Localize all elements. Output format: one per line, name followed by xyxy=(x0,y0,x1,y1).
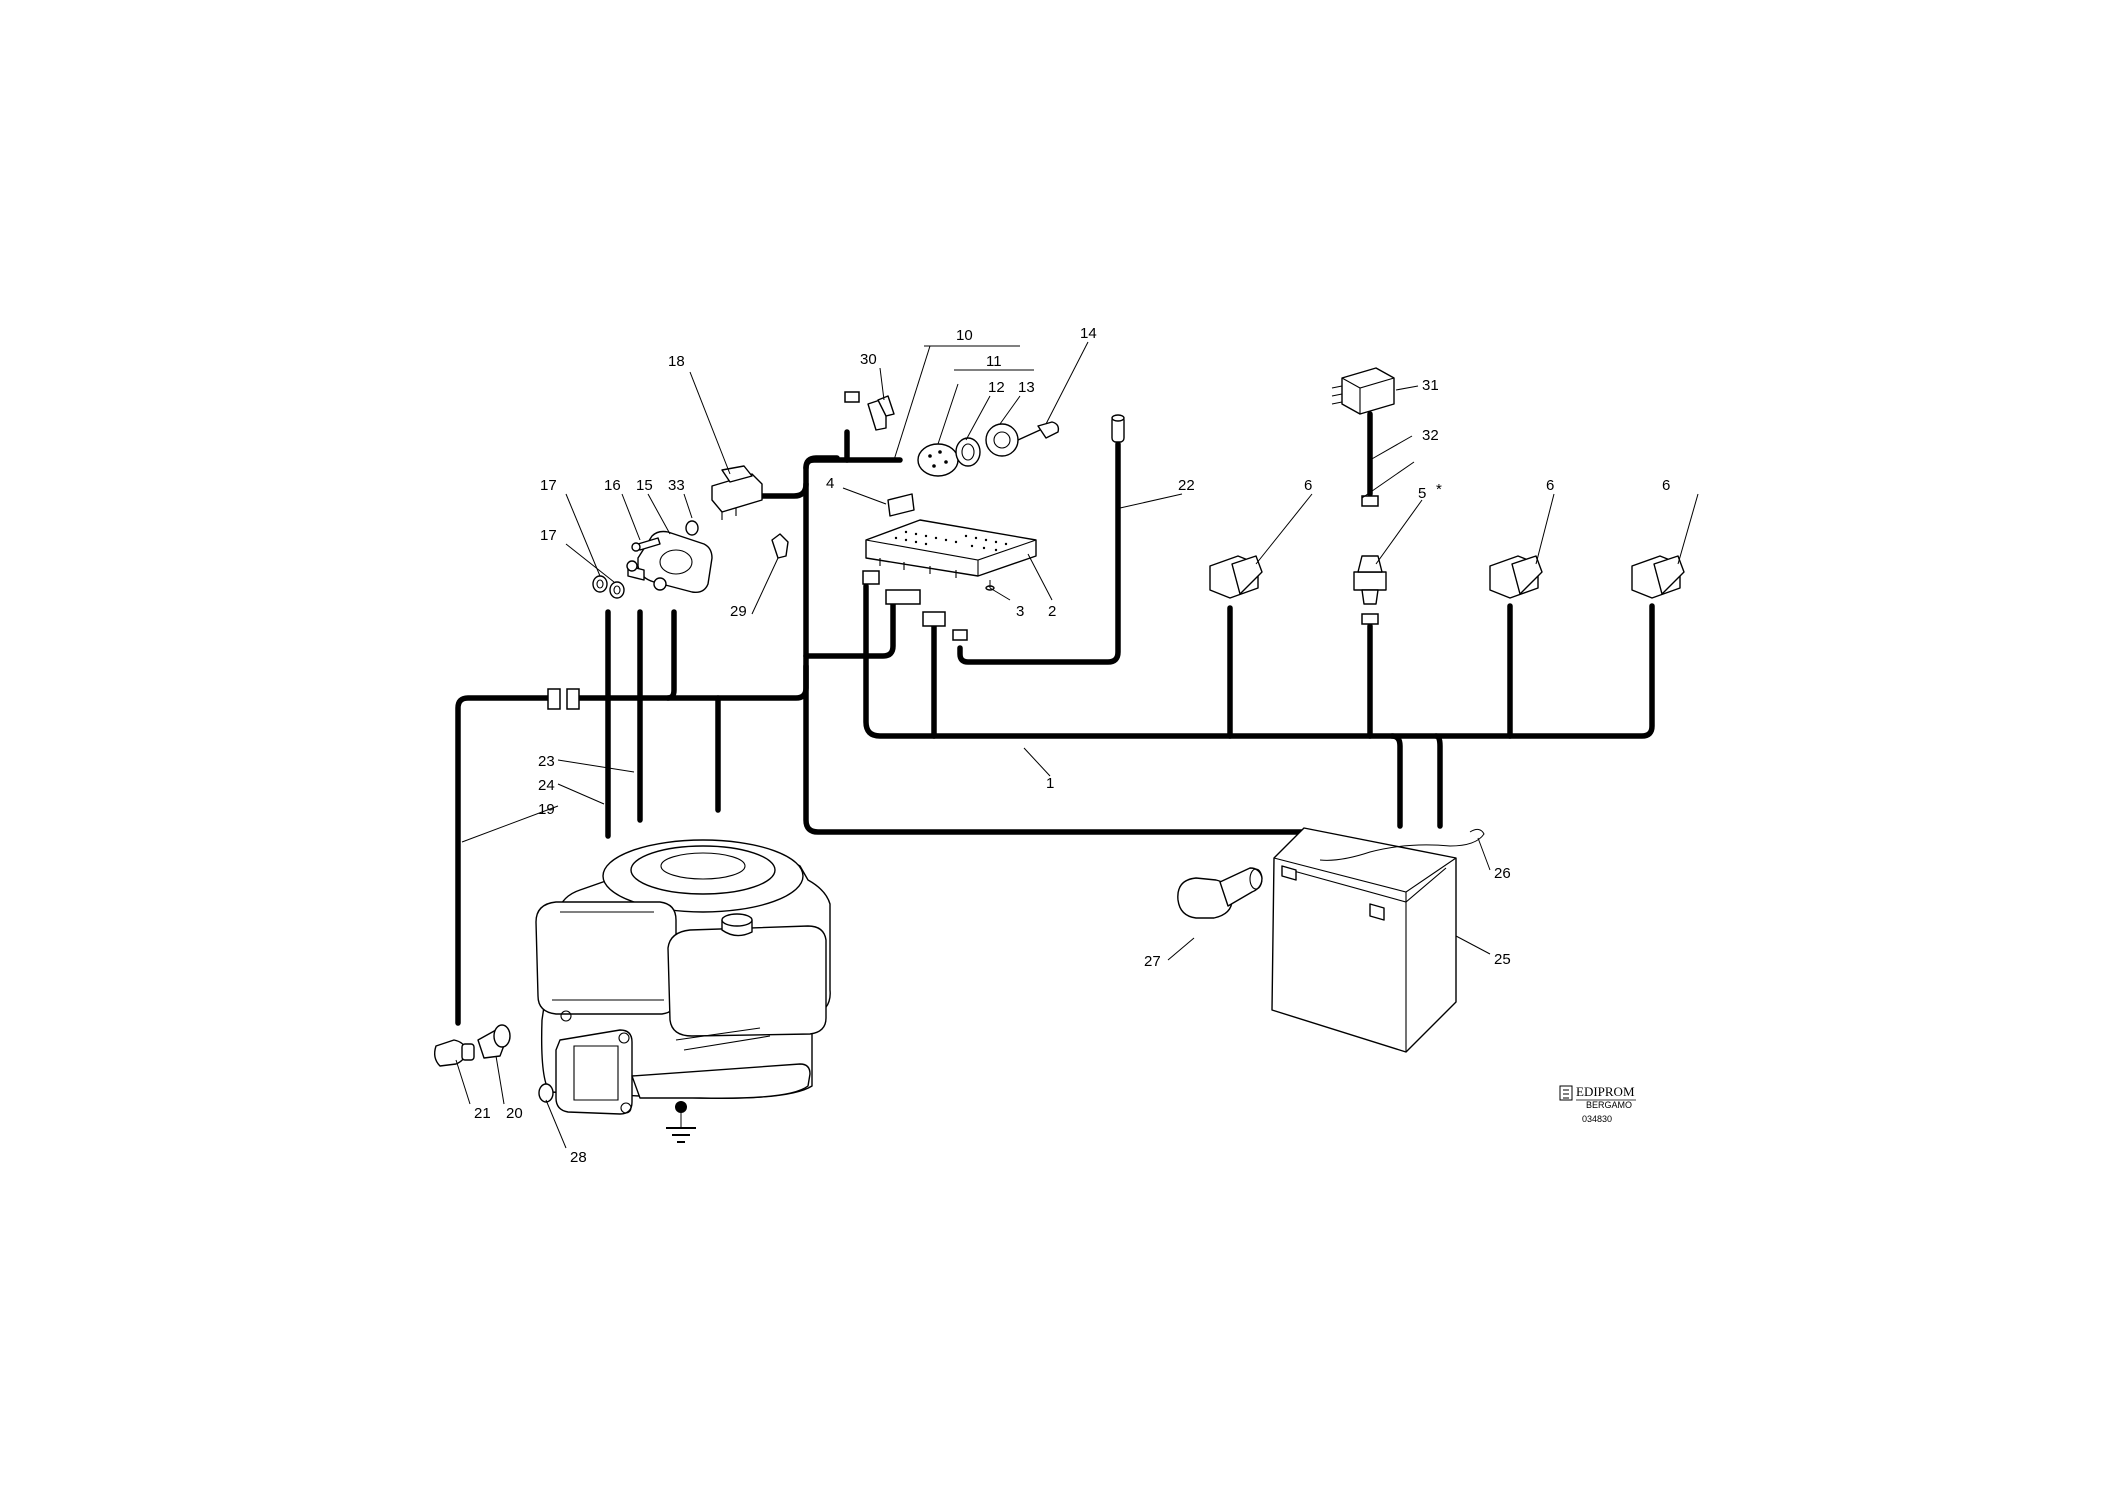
callout-labels: 1 2 3 4 5 * 6 6 6 10 11 12 13 14 15 16 1… xyxy=(474,325,1670,1166)
callout-24: 24 xyxy=(538,777,555,794)
part-33-nut xyxy=(685,520,699,536)
callout-23: 23 xyxy=(538,753,555,770)
part-28-plug xyxy=(538,1083,554,1103)
publisher-logo: EDIPROM BERGAMO 034830 xyxy=(1559,1084,1636,1124)
part-5-sensor xyxy=(1353,555,1387,605)
connector-4c xyxy=(922,611,946,627)
callout-32: 32 xyxy=(1422,427,1439,444)
callout-20: 20 xyxy=(506,1105,523,1122)
callout-5: 5 xyxy=(1418,485,1426,502)
part-15-solenoid xyxy=(626,530,713,594)
part-21-bulb xyxy=(433,1039,475,1067)
connector-30 xyxy=(844,391,860,403)
logo-sub: BERGAMO xyxy=(1586,1100,1632,1110)
callout-31: 31 xyxy=(1422,377,1439,394)
part-16-bolt xyxy=(631,537,661,552)
part-22-terminal xyxy=(1111,414,1125,443)
callout-11: 11 xyxy=(986,353,1002,370)
part-12-nut xyxy=(955,437,981,467)
part-27-terminal-boot xyxy=(1177,867,1263,919)
part-17-nuts xyxy=(592,575,625,599)
connector-32 xyxy=(1361,495,1379,507)
ground-symbol xyxy=(666,1101,696,1143)
connector-4b xyxy=(885,589,921,605)
callout-18: 18 xyxy=(668,353,685,370)
callout-6c: 6 xyxy=(1662,477,1670,494)
part-20-bulb-socket xyxy=(477,1024,511,1059)
callout-1: 1 xyxy=(1046,775,1054,792)
connector-19-a xyxy=(547,688,561,710)
callout-2: 2 xyxy=(1048,603,1056,620)
callout-28: 28 xyxy=(570,1149,587,1166)
drawing-code: 034830 xyxy=(1582,1114,1612,1124)
leader-lines xyxy=(455,341,1699,1149)
connector-4d xyxy=(952,629,968,641)
callout-14: 14 xyxy=(1080,325,1097,342)
callout-21: 21 xyxy=(474,1105,491,1122)
callout-30: 30 xyxy=(860,351,877,368)
callout-5-mark: * xyxy=(1436,481,1442,498)
part-6-switch-c xyxy=(1631,555,1685,599)
wiring-harness xyxy=(455,411,1655,1026)
callout-26: 26 xyxy=(1494,865,1511,882)
connector-19-b xyxy=(566,688,580,710)
part-14-key xyxy=(1017,421,1060,441)
ediprom-emblem-icon xyxy=(1559,1085,1573,1101)
part-13-bezel xyxy=(985,423,1019,457)
callout-22: 22 xyxy=(1178,477,1195,494)
part-29-clip xyxy=(771,533,789,559)
part-2-circuit-board xyxy=(865,519,1037,578)
callout-19: 19 xyxy=(538,801,555,818)
callout-29: 29 xyxy=(730,603,747,620)
part-6-switch-a xyxy=(1209,555,1263,599)
connector-4a xyxy=(862,570,880,585)
callout-17a: 17 xyxy=(540,477,557,494)
callout-27: 27 xyxy=(1144,953,1161,970)
part-30-clip xyxy=(867,395,895,431)
callout-3: 3 xyxy=(1016,603,1024,620)
callout-13: 13 xyxy=(1018,379,1035,396)
callout-4: 4 xyxy=(826,475,834,492)
callout-33: 33 xyxy=(668,477,685,494)
callout-15: 15 xyxy=(636,477,653,494)
callout-6b: 6 xyxy=(1546,477,1554,494)
part-6-switch-b xyxy=(1489,555,1543,599)
part-4-fuse xyxy=(887,493,915,517)
part-18-switch xyxy=(711,465,763,520)
callout-16: 16 xyxy=(604,477,621,494)
callout-6a: 6 xyxy=(1304,477,1312,494)
callout-25: 25 xyxy=(1494,951,1511,968)
logo-name: EDIPROM xyxy=(1576,1084,1635,1099)
part-31-relay xyxy=(1331,367,1395,415)
callout-10: 10 xyxy=(956,327,973,344)
callout-17b: 17 xyxy=(540,527,557,544)
part-11-ignition-switch xyxy=(917,443,959,477)
connector-5 xyxy=(1361,613,1379,625)
engine xyxy=(535,839,831,1115)
callout-12: 12 xyxy=(988,379,1005,396)
battery xyxy=(1271,827,1485,1053)
harness-connectors xyxy=(547,391,1379,710)
